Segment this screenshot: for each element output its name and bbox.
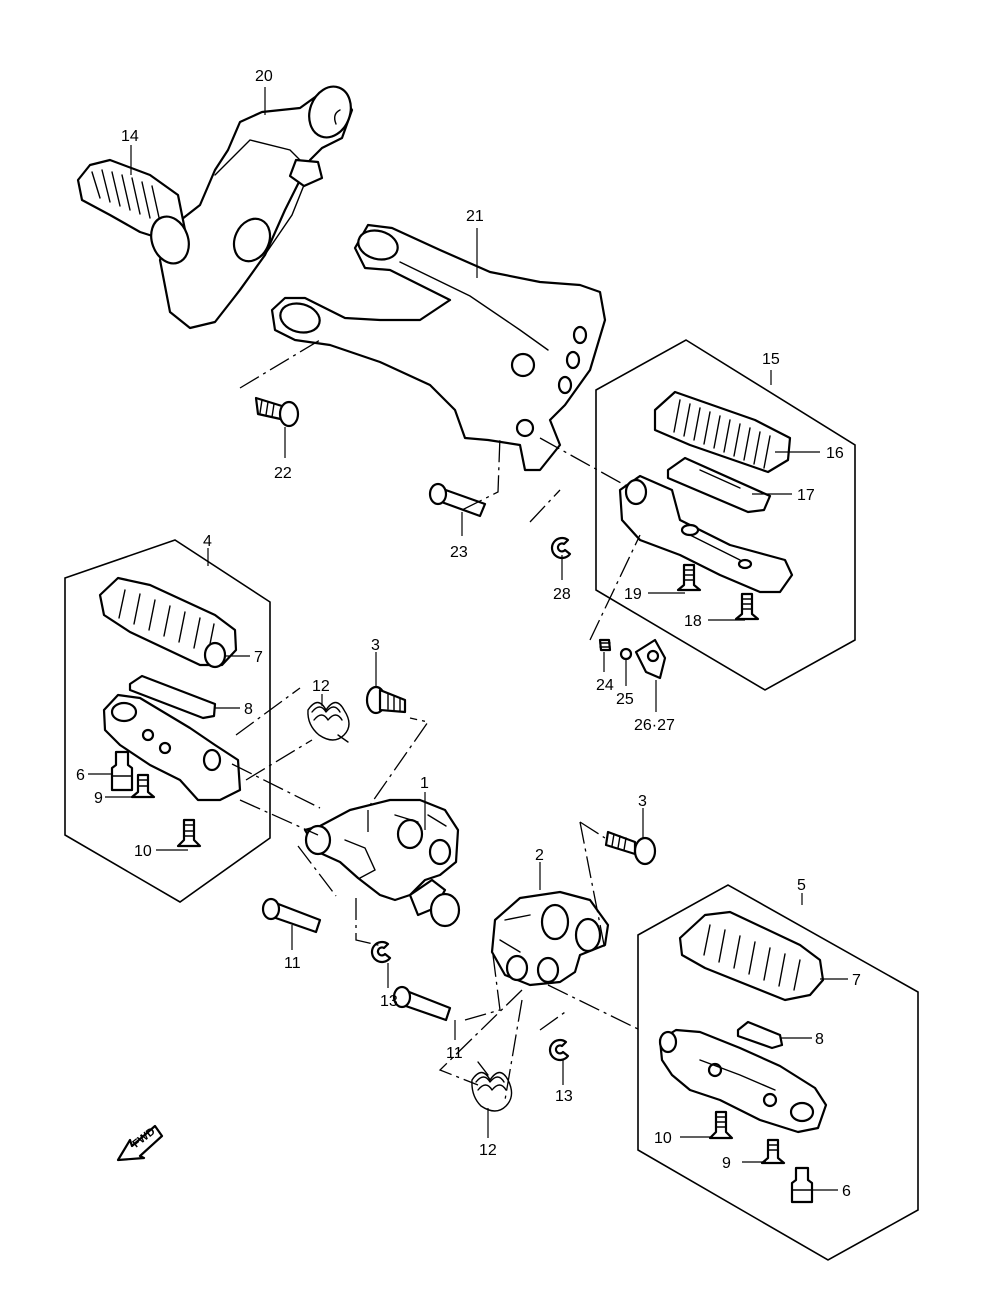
screw-part-19 [676, 563, 702, 592]
e-clip-part-13-right [548, 1038, 570, 1062]
callout-18: 18 [684, 613, 702, 630]
callout-6-left: 6 [76, 767, 85, 784]
spring-part-12-lower [471, 1061, 513, 1112]
kit-box-4 [64, 539, 271, 903]
callout-13-right: 13 [555, 1088, 573, 1105]
callout-4: 4 [203, 533, 212, 550]
nut-part-6-right [790, 1166, 814, 1204]
pin-part-23 [428, 482, 487, 518]
callout-19: 19 [624, 586, 642, 603]
screw-part-10-left [176, 818, 202, 848]
callout-17: 17 [797, 487, 815, 504]
callout-10-right: 10 [654, 1130, 672, 1147]
bolt-part-3-lower [604, 830, 657, 866]
pin-part-11-right [392, 985, 452, 1022]
ball-part-25 [619, 647, 633, 661]
callout-7-left: 7 [254, 649, 263, 666]
callout-14: 14 [121, 128, 139, 145]
callout-8-left: 8 [244, 701, 253, 718]
brake-pedal-bracket-part-20 [158, 85, 354, 330]
callout-23: 23 [450, 544, 468, 561]
callout-7-right: 7 [852, 972, 861, 989]
screw-part-9-right [760, 1138, 786, 1165]
assembly-lines [231, 339, 641, 1101]
forward-arrow-icon: FWD [116, 1124, 164, 1162]
callout-21: 21 [466, 208, 484, 225]
callout-6-right: 6 [842, 1183, 851, 1200]
callout-20: 20 [255, 68, 273, 85]
e-clip-part-13-left [370, 940, 392, 964]
callout-12-lower: 12 [479, 1142, 497, 1159]
callout-2: 2 [535, 847, 544, 864]
callout-11-right: 11 [446, 1045, 463, 1062]
nut-part-6-left [110, 750, 134, 792]
screw-part-18 [734, 592, 760, 621]
plate-part-26-27 [634, 638, 667, 680]
callout-5: 5 [797, 877, 806, 894]
plate-part-17 [666, 456, 772, 514]
callout-11-left: 11 [284, 955, 301, 972]
e-clip-part-28 [550, 536, 572, 560]
rubber-part-7-right [678, 910, 825, 1002]
callout-9-right: 9 [722, 1155, 731, 1172]
callout-25: 25 [616, 691, 634, 708]
callout-12-upper: 12 [312, 678, 330, 695]
rubber-part-7-left [98, 576, 238, 669]
screw-part-10-right [708, 1110, 734, 1140]
kit-box-5 [637, 884, 919, 1261]
footrest-bracket-part-21 [270, 223, 607, 472]
leader-lines [88, 87, 848, 1191]
callout-26-27: 26·27 [634, 717, 675, 734]
callout-10-left: 10 [134, 843, 152, 860]
callout-3-upper: 3 [371, 637, 380, 654]
bolt-part-3-upper [365, 685, 407, 715]
spring-part-12-upper [307, 701, 350, 743]
callout-24: 24 [596, 677, 614, 694]
callout-13-left: 13 [380, 993, 398, 1010]
callout-28: 28 [553, 586, 571, 603]
footrest-bracket-part-1 [303, 798, 461, 928]
plate-part-8-left [128, 674, 217, 720]
callout-1: 1 [420, 775, 429, 792]
callout-8-right: 8 [815, 1031, 824, 1048]
bolt-part-22 [254, 396, 300, 428]
screw-part-9-left [130, 773, 156, 799]
footrest-body-kit-4 [102, 693, 242, 802]
callout-9-left: 9 [94, 790, 103, 807]
callout-3-lower: 3 [638, 793, 647, 810]
pin-part-11-left [261, 897, 322, 934]
footrest-body-kit-15 [618, 474, 794, 594]
callout-16: 16 [826, 445, 844, 462]
footrest-bracket-part-2 [490, 890, 610, 987]
spring-part-24 [598, 638, 612, 652]
pedal-footrest-part-14 [76, 158, 190, 265]
plate-part-8-right [736, 1020, 784, 1050]
footrest-body-kit-5 [658, 1028, 828, 1134]
callout-22: 22 [274, 465, 292, 482]
callout-15: 15 [762, 351, 780, 368]
rubber-part-16 [653, 390, 792, 474]
kit-box-15 [595, 339, 856, 691]
